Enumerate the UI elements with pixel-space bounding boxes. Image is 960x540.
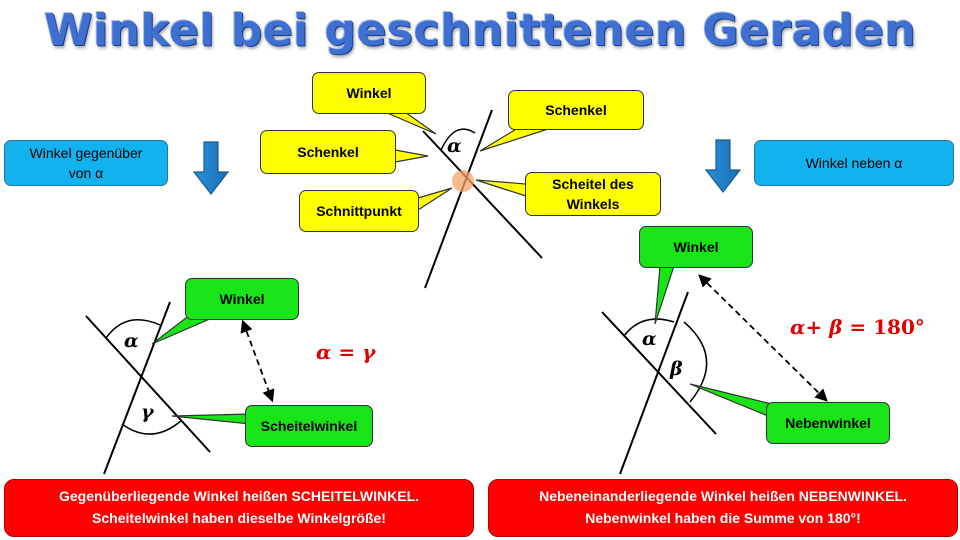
left-callout-winkel: Winkel xyxy=(185,278,299,320)
left-intersecting-lines xyxy=(85,301,275,475)
right-equation: α+ β = 180° xyxy=(790,315,925,339)
right-line-1 xyxy=(601,311,717,435)
top-angle-alpha: α xyxy=(447,135,462,157)
left-angle-gamma: γ xyxy=(141,401,155,423)
callout-tail-scheitel xyxy=(475,179,527,197)
left-equation: α = γ xyxy=(316,340,376,364)
callout-winkel: Winkel xyxy=(312,72,426,114)
right-intersecting-lines xyxy=(601,274,828,475)
callout-tail-right-nebenwinkel xyxy=(689,383,778,417)
top-angle-arc xyxy=(440,128,476,151)
right-angle-alpha: α xyxy=(642,328,657,350)
right-footer: Nebeneinanderliegende Winkel heißen NEBE… xyxy=(488,479,958,537)
left-arc-gamma xyxy=(121,419,183,435)
top-line-1 xyxy=(422,130,543,259)
left-arc-alpha xyxy=(105,319,161,339)
callout-schnittpunkt: Schnittpunkt xyxy=(299,190,419,232)
arrow-down-right xyxy=(704,139,742,193)
right-arc-alpha xyxy=(623,318,675,337)
left-line-2 xyxy=(103,301,171,475)
arrow-down-left xyxy=(192,141,230,195)
left-angle-alpha: α xyxy=(124,330,139,352)
right-section-header: Winkel neben α xyxy=(754,140,954,186)
left-footer: Gegenüberliegende Winkel heißen SCHEITEL… xyxy=(4,479,474,537)
right-callout-nebenwinkel: Nebenwinkel xyxy=(766,402,890,444)
callout-tail-schnittpunkt xyxy=(417,187,453,212)
top-line-2 xyxy=(424,109,493,289)
callout-schenkel-right: Schenkel xyxy=(508,90,644,130)
right-line-2 xyxy=(619,291,689,475)
callout-schenkel-left: Schenkel xyxy=(260,130,396,174)
right-angle-beta: β xyxy=(669,358,683,380)
left-callout-scheitelwinkel: Scheitelwinkel xyxy=(245,405,373,447)
callout-tail-schenkel-left xyxy=(394,149,429,163)
callout-tail-right-winkel xyxy=(654,265,675,325)
right-callout-winkel: Winkel xyxy=(639,226,753,268)
left-line-1 xyxy=(85,315,211,453)
left-dashed-arrow xyxy=(240,319,275,403)
page-title: Winkel bei geschnittenen Geraden xyxy=(43,5,917,56)
top-intersecting-lines xyxy=(422,109,543,289)
scheitel-point-marker xyxy=(452,170,474,192)
